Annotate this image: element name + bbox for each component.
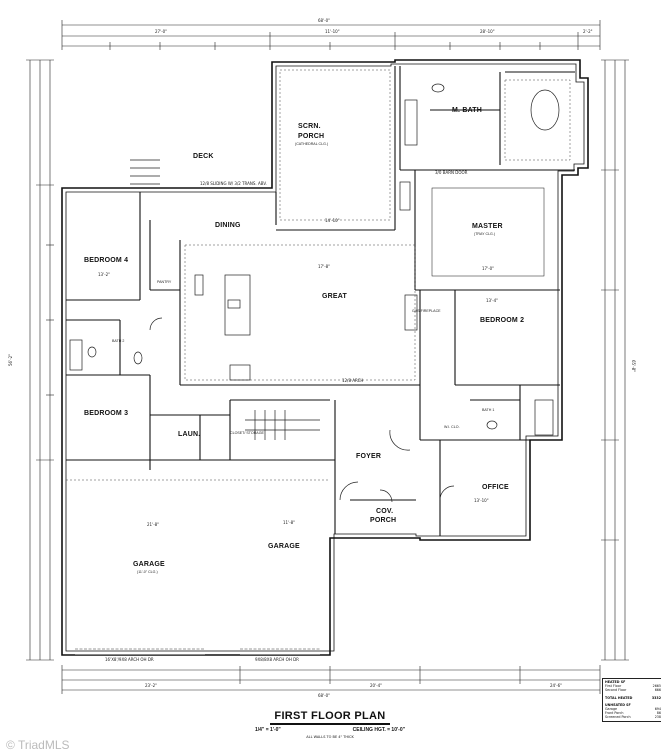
watermark: © TriadMLS xyxy=(6,738,70,752)
second-floor-label: Second Floor xyxy=(605,688,627,693)
garage-area-value: 694 xyxy=(654,707,661,712)
dim-bottom-2: 20'-4" xyxy=(370,683,382,688)
room-sub-master: (TRAY CLG.) xyxy=(474,232,495,236)
room-label-bedroom4: BEDROOM 4 xyxy=(84,257,128,264)
unheated-label: UNHEATED SF xyxy=(605,702,631,707)
dim-left-overall: 56'-2" xyxy=(8,354,13,366)
dim-top-4: 2'-2" xyxy=(583,29,593,34)
dim-bed4-w: 13'-2" xyxy=(98,272,110,277)
room-sub-scrn-porch: (CATHEDRAL CLG.) xyxy=(295,142,328,146)
room-label-laun: LAUN. xyxy=(178,431,200,438)
room-label-master: MASTER xyxy=(472,223,503,230)
second-floor-value: 666 xyxy=(654,688,661,693)
dim-office-w: 13'-10" xyxy=(474,498,489,503)
dim-top-1: 27'-0" xyxy=(155,29,167,34)
room-label-wic: W.I. CLO. xyxy=(444,425,460,429)
screened-porch-value: 238 xyxy=(654,715,661,720)
dim-garage-door: 16'X8'/9X8 ARCH OH DR xyxy=(105,657,154,662)
heated-label: HEATED SF xyxy=(605,680,626,684)
room-label-cov-porch-2: PORCH xyxy=(370,517,396,524)
first-floor-label: First Floor xyxy=(605,684,622,689)
dim-top-overall: 68'-0" xyxy=(318,18,330,23)
total-label: TOTAL HEATED xyxy=(605,695,633,700)
room-label-closet-storage: CLOSET/ STORAGE xyxy=(230,431,264,435)
dim-master-w: 17'-0" xyxy=(482,266,494,271)
room-label-deck: DECK xyxy=(193,153,214,160)
total-value: 3332 xyxy=(651,695,661,700)
room-label-foyer: FOYER xyxy=(356,453,381,460)
room-label-garage-right: GARAGE xyxy=(268,543,300,550)
room-label-dining: DINING xyxy=(215,222,241,229)
room-label-garage-left: GARAGE xyxy=(133,561,165,568)
dim-arch: 12/8 ARCH xyxy=(342,378,363,383)
front-porch-label: Front Porch xyxy=(605,711,624,716)
room-label-bath1: BATH 1 xyxy=(482,408,494,412)
dim-garage-w: 21'-8" xyxy=(147,522,159,527)
plan-scale: 1/4" = 1'-0" xyxy=(255,726,281,733)
room-label-scrn-porch: SCRN. xyxy=(298,123,321,130)
plan-note: ALL WALLS TO BE 4" THICK xyxy=(306,734,354,739)
room-label-gas-fireplace: GAS FIREPLACE xyxy=(412,309,441,313)
screened-porch-label: Screened Porch xyxy=(605,715,631,720)
dim-porch-w: 14'-10" xyxy=(325,218,340,223)
area-table: HEATED SF First Floor 2665 Second Floor 66… xyxy=(602,678,661,722)
front-porch-value: 86 xyxy=(656,711,661,716)
dim-bottom-overall: 68'-0" xyxy=(318,693,330,698)
plan-title: FIRST FLOOR PLAN xyxy=(274,710,386,722)
dim-garage-door-2: 9X8/8X8 ARCH OH DR xyxy=(255,657,299,662)
room-label-cov-porch: COV. xyxy=(376,508,393,515)
room-label-office: OFFICE xyxy=(482,484,509,491)
garage-area-label: Garage xyxy=(605,707,618,712)
room-label-great: GREAT xyxy=(322,293,348,300)
room-sub-garage-left: (11'-0" CLG.) xyxy=(137,570,158,574)
dim-great-w: 17'-8" xyxy=(318,264,330,269)
dim-garage2-w: 11'-8" xyxy=(283,520,295,525)
first-floor-value: 2665 xyxy=(652,684,661,689)
dim-top-2: 11'-10" xyxy=(325,29,340,34)
dim-top-3: 28'-10" xyxy=(480,29,495,34)
dim-right-overall: 65'-8" xyxy=(631,360,636,372)
dim-bed2-w: 13'-4" xyxy=(486,298,498,303)
plan-title-block: FIRST FLOOR PLAN 1/4" = 1'-0" CEILING HG… xyxy=(240,710,420,739)
room-label-m-bath: M. BATH xyxy=(452,107,482,114)
room-label-scrn-porch-2: PORCH xyxy=(298,133,324,140)
dim-bottom-1: 23'-2" xyxy=(145,683,157,688)
room-label-pantry: PANTRY xyxy=(157,280,172,284)
dim-sliding-door: 12/8 SLIDING W/ 3/2 TRANS. ABV. xyxy=(200,181,267,186)
dim-bottom-3: 24'-6" xyxy=(550,683,562,688)
plan-scale-row: 1/4" = 1'-0" CEILING HGT. = 10'-0" xyxy=(255,727,405,733)
room-label-bedroom3: BEDROOM 3 xyxy=(84,410,128,417)
room-label-bedroom2: BEDROOM 2 xyxy=(480,317,524,324)
plan-ceiling: CEILING HGT. = 10'-0" xyxy=(352,726,405,733)
room-label-bath2: BATH 2 xyxy=(112,339,124,343)
plan-title-underline xyxy=(270,723,390,725)
dim-barn-door: 3/0 BARN DOOR xyxy=(435,170,468,175)
